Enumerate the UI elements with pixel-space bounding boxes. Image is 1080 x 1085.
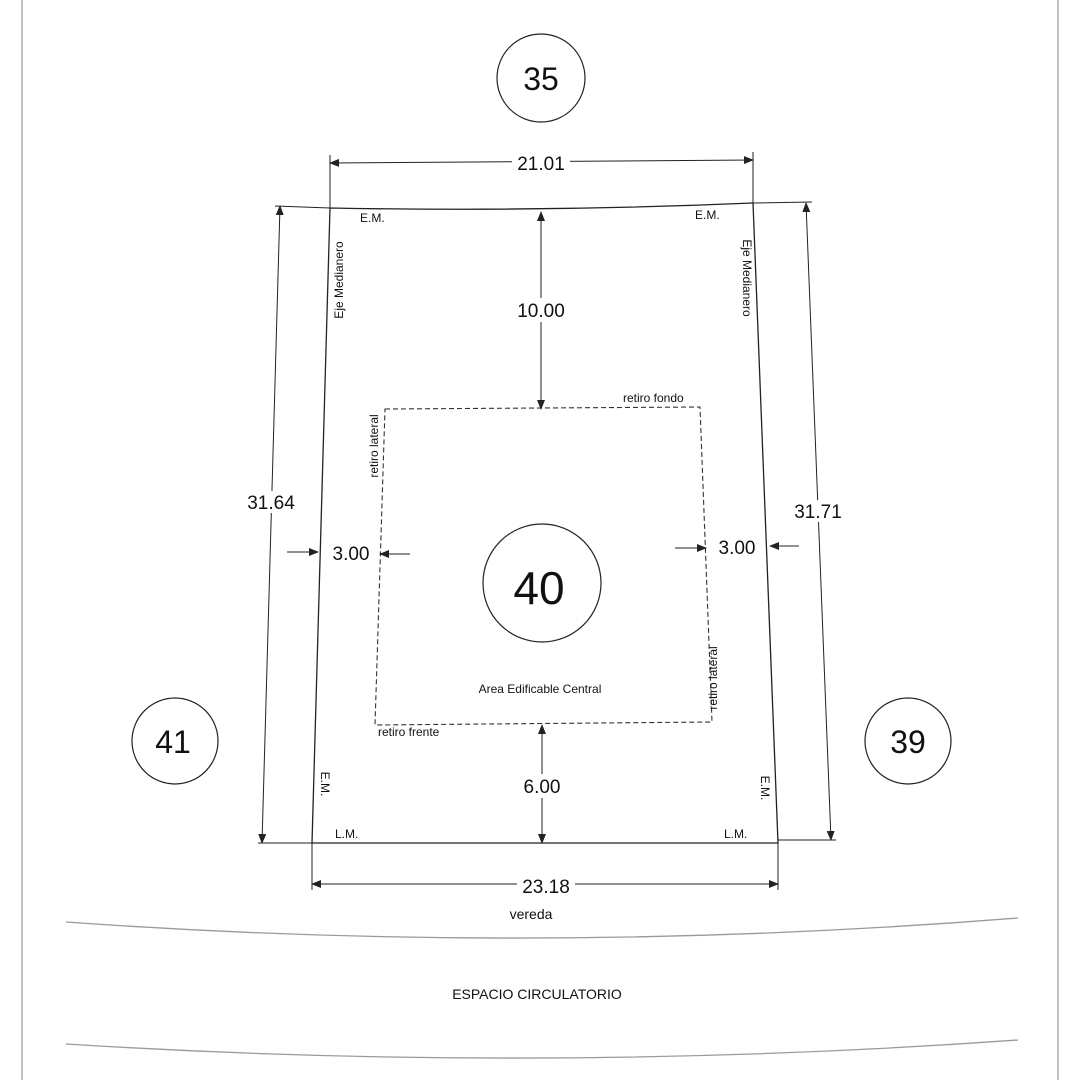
dim-front-setback: 6.00 — [524, 777, 561, 798]
dim-bottom-width: 23.18 — [522, 877, 570, 898]
dim-right-depth: 31.71 — [794, 502, 842, 523]
label-em-top-right: E.M. — [695, 208, 720, 222]
buildable-area — [374, 406, 713, 726]
dim-mask-top — [512, 152, 570, 174]
lot-number-left: 41 — [155, 724, 191, 760]
street-edge-top — [65, 917, 1019, 939]
label-lm-left: L.M. — [335, 827, 358, 841]
label-espacio-circulatorio: ESPACIO CIRCULATORIO — [452, 986, 622, 1002]
dim-mask-rear — [513, 298, 569, 322]
label-eje-right: Eje Medianero — [740, 239, 754, 317]
ext-line-left-top — [274, 205, 331, 209]
dim-top-width: 21.01 — [517, 154, 565, 175]
label-lm-right: L.M. — [724, 827, 747, 841]
label-retiro-fondo: retiro fondo — [623, 391, 684, 405]
dim-rear-setback: 10.00 — [517, 301, 565, 322]
lot-number-main: 40 — [513, 562, 564, 614]
label-area-edificable: Area Edificable Central — [479, 682, 602, 696]
lot-circle-right — [864, 697, 952, 785]
dim-mask-left — [244, 491, 296, 513]
dim-mask-bottom — [517, 875, 575, 897]
lot-circle-main — [482, 523, 602, 643]
street-edge-bottom — [65, 1039, 1019, 1059]
lot-number-top: 35 — [523, 61, 559, 97]
lot-outline — [311, 202, 779, 844]
lot-circle-left — [131, 697, 219, 785]
label-eje-left: Eje Medianero — [332, 241, 346, 319]
dim-left-setback: 3.00 — [333, 544, 370, 565]
label-em-bottom-right: E.M. — [758, 776, 772, 801]
label-retiro-lateral-right: retiro lateral — [706, 646, 720, 709]
dim-right-setback: 3.00 — [719, 538, 756, 559]
dim-line-left — [258, 205, 284, 844]
dim-mask-right — [792, 500, 844, 522]
label-vereda: vereda — [510, 906, 553, 922]
lot-circle-top — [496, 33, 586, 123]
dim-left-depth: 31.64 — [247, 493, 295, 514]
lot-number-right: 39 — [890, 724, 926, 760]
label-retiro-frente: retiro frente — [378, 725, 440, 739]
label-em-top-left: E.M. — [360, 211, 385, 225]
ext-line-right-top — [752, 201, 813, 204]
label-retiro-lateral-left: retiro lateral — [367, 414, 381, 477]
label-em-bottom-left: E.M. — [318, 772, 332, 797]
dim-mask-front — [516, 774, 570, 798]
